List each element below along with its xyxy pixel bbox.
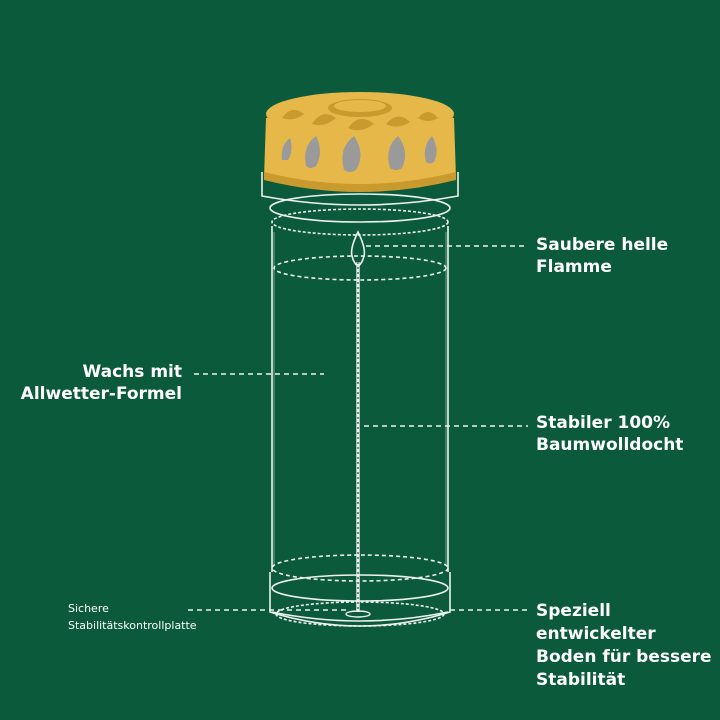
label-base-line-3: Boden für bessere	[536, 647, 712, 667]
label-wax: Wachs mit Allwetter-Formel	[16, 361, 182, 405]
leader-lines	[188, 245, 528, 611]
label-base-line-1: Speziell	[536, 601, 611, 621]
label-wax-line-2: Allwetter-Formel	[20, 384, 182, 404]
flame-icon	[350, 230, 366, 267]
label-base-line-4: Stabilität	[536, 670, 626, 690]
label-base: Speziell entwickelter Boden für bessere …	[536, 600, 712, 692]
label-stability-plate: Sichere Stabilitätskontrollplatte	[68, 600, 197, 634]
label-base-line-2: entwickelter	[536, 624, 656, 644]
label-clean-flame: Saubere helle Flamme	[536, 234, 668, 278]
wick-icon	[345, 262, 371, 618]
label-wax-line-1: Wachs mit	[82, 362, 182, 382]
label-wick: Stabiler 100% Baumwolldocht	[536, 412, 683, 456]
candle-glass-icon	[261, 172, 459, 627]
label-wick-line-2: Baumwolldocht	[536, 435, 684, 455]
label-clean-flame-line-2: Flamme	[536, 257, 612, 277]
candle-lid-icon	[264, 92, 456, 192]
label-clean-flame-line-1: Saubere helle	[536, 235, 669, 255]
label-stability-plate-line-2: Stabilitätskontrollplatte	[68, 619, 197, 632]
label-stability-plate-line-1: Sichere	[68, 602, 109, 615]
label-wick-line-1: Stabiler 100%	[536, 413, 671, 433]
